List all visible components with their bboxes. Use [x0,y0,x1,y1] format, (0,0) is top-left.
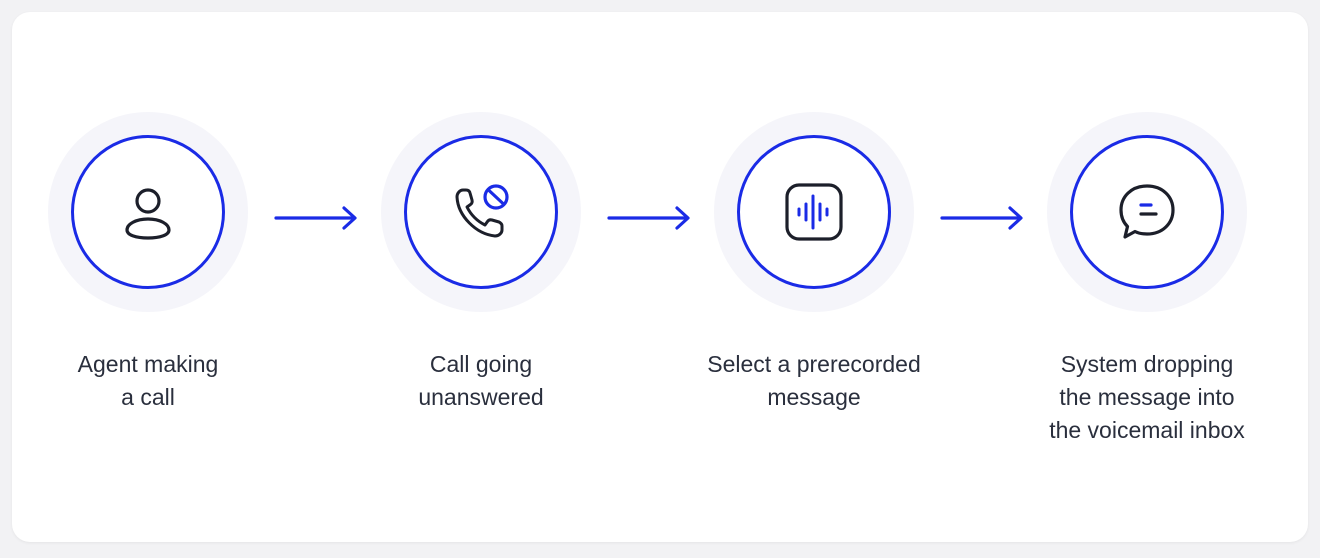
step-4-label: System dropping the message into the voi… [1049,351,1245,443]
step-3-circle [737,135,891,289]
phone-blocked-icon [455,184,509,238]
audio-wave-icon [785,183,843,241]
step-2-label: Call going unanswered [418,351,544,410]
chat-bubble-icon [1119,184,1175,239]
step-1-circle [71,135,225,289]
step-3-halo [714,112,914,312]
step-2-circle [404,135,558,289]
flow-card: Agent making a call Call going unanswere… [12,12,1308,542]
step-1-halo [48,112,248,312]
step-3-label: Select a prerecorded message [707,351,921,410]
person-icon [125,188,171,240]
step-2-halo [381,112,581,312]
arrow-right-icon [940,206,1023,230]
step-4-halo [1047,112,1247,312]
step-4-circle [1070,135,1224,289]
step-1-label: Agent making a call [77,351,219,410]
arrow-right-icon [607,206,690,230]
arrow-right-icon [274,206,357,230]
